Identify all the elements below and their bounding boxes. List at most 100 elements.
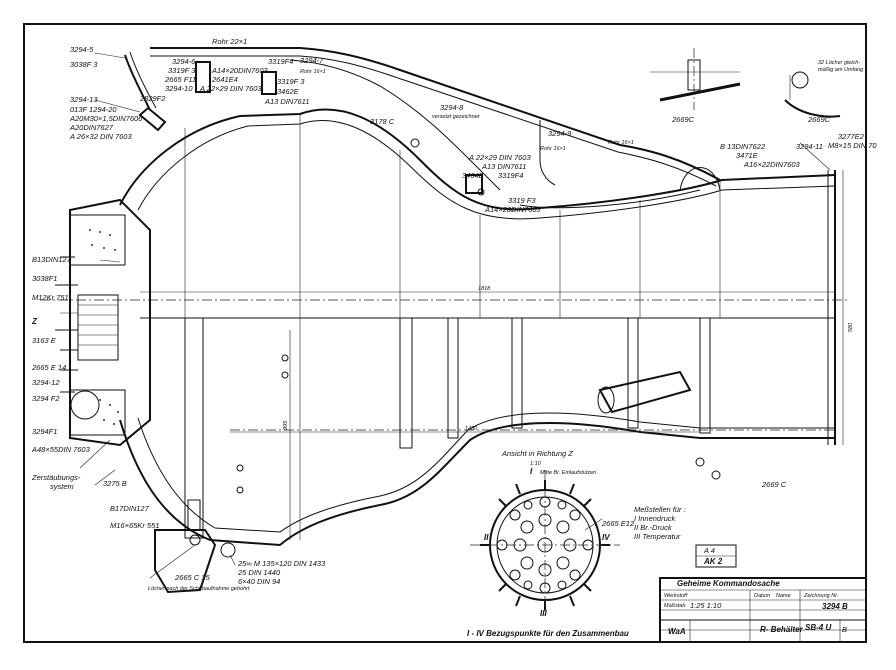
title-a4: A 4 bbox=[703, 546, 715, 555]
label-25-135: 25∞ M 135×120 DIN 1433 bbox=[237, 559, 326, 568]
bolt-1 bbox=[695, 457, 705, 467]
label-a16: A16×22DIN7603 bbox=[743, 160, 800, 169]
outlet-nozzle bbox=[138, 106, 167, 132]
label-m16: M16×65Kr 551 bbox=[110, 521, 159, 530]
label-3294-8: 3294-8 bbox=[440, 103, 464, 112]
title-ak2: AK 2 bbox=[703, 557, 723, 566]
label-3471e: 3471E bbox=[736, 151, 759, 160]
label-3294-13: 3294-13 bbox=[70, 95, 98, 104]
lower-frame-6 bbox=[699, 317, 711, 434]
injector-port-circle bbox=[70, 390, 100, 420]
pipe-left-inlet bbox=[124, 54, 151, 111]
label-mitte: Mitte Br. Einlaufstutzen bbox=[540, 470, 596, 476]
label-a22-b: A 22×29 DIN 7603 bbox=[468, 153, 531, 162]
pipe-3294-9 bbox=[539, 120, 556, 186]
pipe-lower-branch bbox=[519, 189, 701, 209]
label-locher-2: mäßig am Umfang bbox=[818, 67, 864, 73]
dim-995: 995 bbox=[283, 420, 289, 430]
valve-3462e bbox=[261, 71, 277, 95]
label-2669c-c: 2669 C bbox=[761, 480, 787, 489]
lower-frame-2 bbox=[399, 317, 413, 449]
label-3319f3-a: 3319F 3 bbox=[168, 66, 196, 75]
title-scale: 1:25 1:10 bbox=[690, 601, 722, 610]
dim-1480: 1480 bbox=[465, 426, 478, 432]
label-a20m30: A20M30×1,5DIN7606 bbox=[69, 114, 143, 123]
injector-head-outline bbox=[69, 198, 151, 447]
pipe-rohr-16 bbox=[289, 59, 501, 191]
title-masstab: Maßstab bbox=[664, 603, 685, 609]
label-rohr-22: Rohr 22×1 bbox=[212, 37, 247, 46]
label-m12kr: M12Kr 751 bbox=[32, 293, 69, 302]
mount-lug bbox=[220, 542, 236, 558]
title-name: Name bbox=[776, 593, 791, 599]
label-b17: B17DIN127 bbox=[110, 504, 150, 513]
title-secret: Geheime Kommandosache bbox=[677, 579, 780, 588]
label-3319f3-c: 3319 F3 bbox=[508, 196, 536, 205]
label-a20din7627: A20DIN7627 bbox=[69, 123, 114, 132]
label-3275b: 3275 B bbox=[103, 479, 127, 488]
label-roman-1: I bbox=[530, 467, 533, 476]
pipe-left-inlet-inner bbox=[129, 51, 157, 109]
lower-frame-3 bbox=[447, 317, 459, 439]
label-b13din127: B13DIN127 bbox=[32, 255, 72, 264]
title-drawing-no: 3294 B bbox=[822, 602, 848, 611]
label-013f: 013F 1294-20 bbox=[70, 105, 117, 114]
side-nozzle-end bbox=[597, 386, 615, 414]
label-mess-1: Meßstellen für : bbox=[634, 505, 686, 514]
label-2669c-b: 2669C bbox=[807, 115, 831, 124]
label-a26: A 26×32 DIN 7603 bbox=[69, 132, 132, 141]
right-dome bbox=[679, 167, 721, 191]
view-z bbox=[470, 470, 620, 615]
bolt-3 bbox=[236, 464, 244, 472]
pipe-rohr-22-inner bbox=[150, 55, 717, 187]
title-block bbox=[659, 544, 867, 643]
lower-frame-5 bbox=[627, 317, 639, 429]
gauge-fitting-1 bbox=[410, 138, 420, 148]
label-versetzt: versetzt gezeichnet bbox=[432, 114, 480, 120]
tank-lower-outline bbox=[119, 419, 835, 547]
mount-pin bbox=[189, 534, 201, 546]
label-2829f2: 2829F2 bbox=[139, 94, 166, 103]
label-2665c15: 2665 C 15 bbox=[174, 573, 210, 582]
label-2665e14: 2665 E 14 bbox=[31, 363, 66, 372]
label-a22-a: A 22×29 DIN 7603 bbox=[199, 84, 262, 93]
label-25-din: 25 DIN 1440 bbox=[237, 568, 281, 577]
tank-upper-outline bbox=[119, 108, 836, 211]
bolt-4 bbox=[236, 486, 244, 494]
label-scale-110: 1:10 bbox=[530, 461, 542, 467]
dim-1818: 1818 bbox=[478, 286, 491, 292]
bolt-5 bbox=[281, 354, 289, 362]
label-rohr-16-c: Rohr 16×1 bbox=[608, 140, 634, 146]
label-roman-4: IV bbox=[602, 533, 610, 542]
detail-view-2669c-left bbox=[650, 48, 741, 110]
drawing-border bbox=[23, 23, 867, 643]
label-2665f11: 2665 F11 bbox=[164, 75, 196, 84]
label-rohr-16-b: Rohr 16×1 bbox=[540, 146, 566, 152]
lower-frame-4 bbox=[511, 317, 523, 429]
label-3038f3: 3038F 3 bbox=[70, 60, 98, 69]
label-locher-3: Löcher nach der Schubaufnahme gebohrt bbox=[148, 586, 250, 592]
label-3163e: 3163 E bbox=[32, 336, 57, 345]
label-a14: A14×20DIN7603 bbox=[211, 66, 268, 75]
burner-pattern bbox=[496, 496, 594, 594]
label-b13din7622: B 13DIN7622 bbox=[720, 142, 766, 151]
title-revision: B bbox=[842, 625, 847, 634]
title-werkstoff: Werkstoff bbox=[664, 593, 688, 599]
bolt-6 bbox=[281, 371, 289, 379]
injector-ribs bbox=[78, 304, 118, 346]
label-3294-10: 3294-10 bbox=[165, 84, 193, 93]
title-model: SB-4 U bbox=[805, 623, 831, 632]
label-2669c-a: 2669C bbox=[671, 115, 695, 124]
label-3294-6: 3294-6 bbox=[172, 57, 196, 66]
label-3319f4-b: 3319F4 bbox=[498, 171, 523, 180]
label-mess-4: III Temperatur bbox=[634, 532, 681, 541]
detail-view-2669c-right bbox=[784, 71, 841, 118]
label-mess-3: II Br.-Druck bbox=[634, 523, 673, 532]
injector-center-plate bbox=[77, 294, 119, 361]
label-z: Z bbox=[31, 317, 38, 326]
label-3277e2: 3277E2 bbox=[838, 132, 865, 141]
mount-shaft bbox=[187, 499, 201, 531]
label-a14-b: A14×20DIN7603 bbox=[484, 205, 541, 214]
label-zerstaubungs: Zerstäubungs- bbox=[31, 473, 81, 482]
mount-bracket bbox=[154, 529, 217, 594]
